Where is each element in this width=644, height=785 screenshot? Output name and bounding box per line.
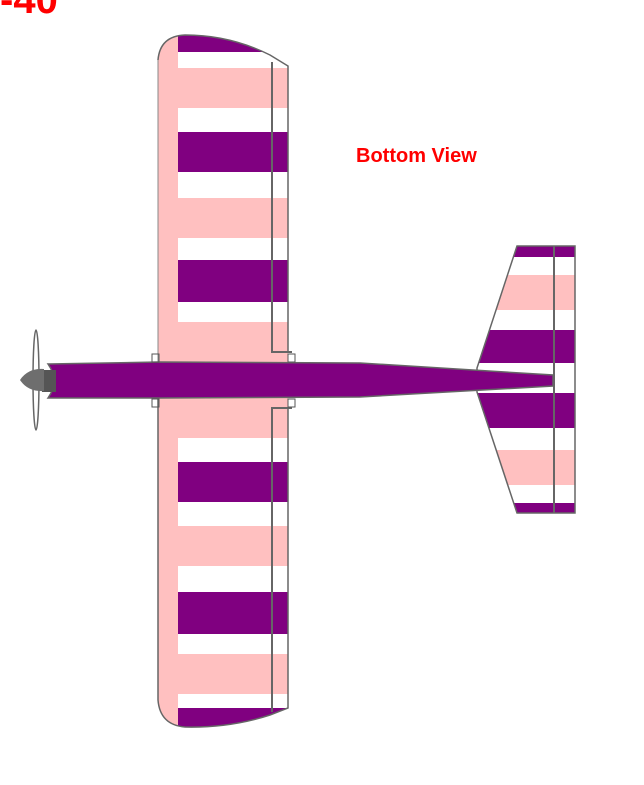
white-stripe bbox=[178, 438, 288, 462]
pink-stripe bbox=[477, 275, 575, 310]
purple-stripe bbox=[477, 393, 575, 428]
engine-icon bbox=[42, 370, 56, 392]
aileron-bottom-hinge bbox=[271, 407, 292, 712]
model-title: -40 bbox=[0, 0, 58, 22]
white-stripe bbox=[178, 302, 288, 322]
white-stripe bbox=[178, 694, 288, 708]
wing-mount bbox=[151, 353, 160, 363]
purple-stripe bbox=[178, 592, 288, 634]
pink-stripe bbox=[477, 450, 575, 485]
wing-bottom-outline bbox=[157, 398, 289, 728]
wing-mount bbox=[287, 398, 296, 408]
white-stripe bbox=[178, 566, 288, 592]
white-stripe bbox=[178, 172, 288, 198]
aileron-top-hinge bbox=[271, 62, 292, 353]
white-stripe bbox=[178, 502, 288, 526]
purple-stripe bbox=[178, 260, 288, 302]
white-stripe bbox=[178, 238, 288, 260]
wing-top-outline bbox=[157, 34, 289, 352]
white-stripe bbox=[178, 108, 288, 132]
wing-bottom-half bbox=[158, 398, 288, 728]
purple-stripe bbox=[178, 462, 288, 502]
purple-stripe bbox=[178, 132, 288, 172]
purple-stripe bbox=[477, 246, 575, 257]
wing-mount bbox=[287, 353, 296, 363]
purple-stripe bbox=[477, 330, 575, 363]
spinner-icon bbox=[20, 368, 44, 392]
white-stripe bbox=[178, 52, 288, 68]
white-stripe bbox=[178, 634, 288, 654]
purple-stripe bbox=[477, 503, 575, 513]
wing-top-half bbox=[158, 35, 288, 362]
tail-outline bbox=[476, 245, 576, 514]
wing-mount bbox=[151, 398, 160, 408]
view-label: Bottom View bbox=[356, 145, 477, 167]
